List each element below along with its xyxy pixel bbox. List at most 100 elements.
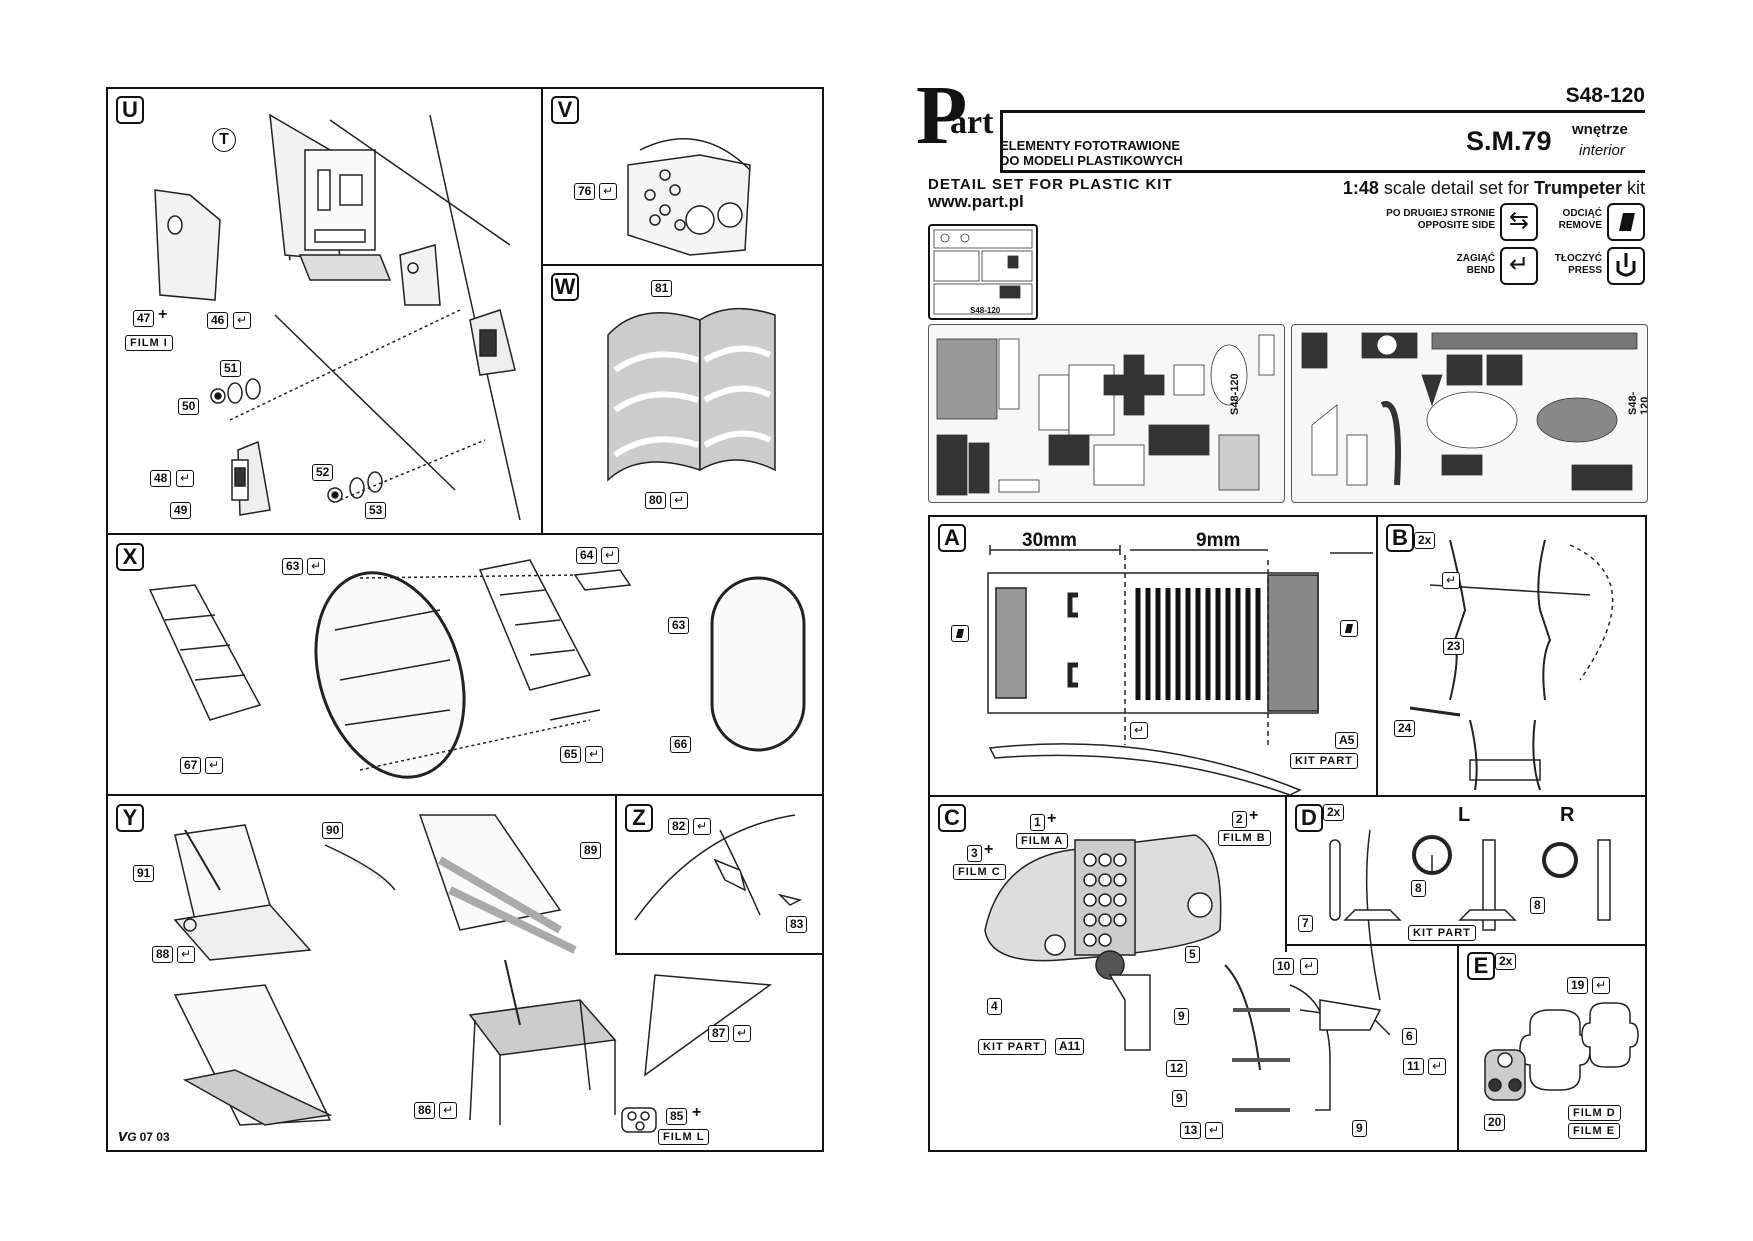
legend-bend-pl: ZAGIĄĆ <box>1456 253 1495 264</box>
legend-bend-en: BEND <box>1466 265 1495 276</box>
c-part-12: 12 <box>1166 1060 1188 1077</box>
divider-a-b <box>1376 515 1378 796</box>
c-part-6: 6 <box>1402 1028 1417 1045</box>
product-code: S48-120 <box>1565 84 1645 107</box>
right-instructions-frame <box>928 515 1647 1152</box>
a-remove-icon-left <box>951 625 969 642</box>
scale-brand: Trumpeter <box>1533 178 1622 198</box>
d-part-8-right: 8 <box>1530 897 1545 914</box>
part-64: 64 <box>576 547 598 564</box>
c-part-13: 13 <box>1180 1122 1202 1139</box>
part-81: 81 <box>651 280 673 297</box>
fret-thumbnail-art <box>933 229 1033 315</box>
header-polish-line2: DO MODELI PLASTIKOWYCH <box>1000 153 1183 168</box>
fret-sheet-b: S48-120 <box>1291 324 1648 503</box>
press-glyph <box>1616 253 1636 277</box>
part-85: 85 <box>666 1108 688 1125</box>
bend-icon-67: ↵ <box>205 757 223 774</box>
a-remove-icon-right <box>1340 620 1358 637</box>
c-bend-icon-10: ↵ <box>1300 958 1318 975</box>
c-kit-part-label: KIT PART <box>978 1039 1046 1055</box>
part-51: 51 <box>220 360 242 377</box>
e-bend-icon-19: ↵ <box>1592 977 1610 994</box>
part-80: 80 <box>645 492 667 509</box>
panel-letter-z: Z <box>625 804 653 832</box>
e-part-19: 19 <box>1567 977 1589 994</box>
panel-letter-w: W <box>551 273 579 301</box>
legend-remove-en: REMOVE <box>1558 220 1602 231</box>
legend-press-en: PRESS <box>1568 265 1602 276</box>
divider-y-z <box>615 794 617 954</box>
bend-icon-88: ↵ <box>177 946 195 963</box>
opposite-side-icon: ⇆ <box>1500 203 1538 241</box>
film-l-label: FILM L <box>658 1129 710 1145</box>
divider-u-x <box>106 533 824 535</box>
part-47: 47 <box>133 310 155 327</box>
scale-mid: scale detail set for <box>1383 178 1529 198</box>
c-part-a11: A11 <box>1055 1038 1085 1055</box>
divider-c-e <box>1457 944 1459 1152</box>
bend-icon-63: ↵ <box>307 558 325 575</box>
b-part-23: 23 <box>1443 638 1465 655</box>
c-film-b: FILM B <box>1218 830 1271 846</box>
part-88: 88 <box>152 946 174 963</box>
bend-icon-87: ↵ <box>733 1025 751 1042</box>
c-part-9-bottom: 9 <box>1352 1120 1367 1137</box>
c-film-c: FILM C <box>953 864 1006 880</box>
model-name: S.M.79 <box>1466 126 1552 156</box>
brand-logo-rest: art <box>950 104 994 141</box>
part-46: 46 <box>207 312 229 329</box>
press-icon <box>1607 247 1645 285</box>
divider-uv <box>541 87 543 534</box>
panel-letter-v: V <box>551 96 579 124</box>
e-multiplier: 2x <box>1495 953 1517 970</box>
e-film-e: FILM E <box>1568 1123 1621 1139</box>
c-part-1: 1 <box>1030 814 1045 831</box>
fret-sheet-a-art <box>936 334 1275 496</box>
brand-logo: P art <box>916 74 996 158</box>
part-91: 91 <box>133 865 155 882</box>
panel-letter-u: U <box>116 96 144 124</box>
part-65: 65 <box>560 746 582 763</box>
a-dimension-30mm: 30mm <box>1022 530 1077 551</box>
fret-sheet-b-art <box>1301 332 1638 491</box>
part-66: 66 <box>670 736 692 753</box>
legend-bend-text: ZAGIĄĆ BEND <box>1400 253 1495 277</box>
bend-legend-icon: ↵ <box>1500 247 1538 285</box>
header-rule-left <box>1000 110 1003 173</box>
header-polish-line1: ELEMENTY FOTOTRAWIONE <box>1000 138 1181 153</box>
d-kit-part-label: KIT PART <box>1408 925 1476 941</box>
footer-logo-icon: ᐯG <box>118 1130 137 1144</box>
d-part-7: 7 <box>1298 915 1313 932</box>
divider-c-d <box>1285 795 1287 952</box>
b-part-24: 24 <box>1394 720 1416 737</box>
part-76: 76 <box>574 183 596 200</box>
part-82: 82 <box>668 818 690 835</box>
fret-thumbnail: S48-120 <box>928 224 1038 320</box>
legend-opposite-text: PO DRUGIEJ STRONIE OPPOSITE SIDE <box>1350 208 1495 232</box>
divider-ab-cd <box>928 795 1647 797</box>
part-63-top: 63 <box>282 558 304 575</box>
c-part-4: 4 <box>987 998 1002 1015</box>
part-53: 53 <box>365 502 387 519</box>
c-part-5: 5 <box>1185 946 1200 963</box>
label-t-circle: T <box>212 128 236 152</box>
c-part-10: 10 <box>1273 958 1295 975</box>
detail-set-label: DETAIL SET FOR PLASTIC KIT <box>928 176 1173 193</box>
panel-letter-e: E <box>1467 952 1495 980</box>
d-part-8-left: 8 <box>1411 880 1426 897</box>
divider-vw <box>541 264 824 266</box>
legend-opposite-en: OPPOSITE SIDE <box>1417 220 1495 231</box>
c-part-9-mid: 9 <box>1172 1090 1187 1107</box>
legend-opposite-pl: PO DRUGIEJ STRONIE <box>1386 208 1495 219</box>
bend-icon-76: ↵ <box>599 183 617 200</box>
scale-suffix: kit <box>1627 178 1645 198</box>
wnetrze-label: wnętrze <box>1572 121 1628 138</box>
fret-thumbnail-code: S48-120 <box>970 306 1001 315</box>
footer-text: 07 03 <box>139 1130 170 1144</box>
a-bend-icon: ↵ <box>1130 722 1148 739</box>
divider-z-bottom <box>615 953 824 955</box>
c-plus-3: + <box>984 841 994 858</box>
bend-icon-80: ↵ <box>670 492 688 509</box>
panel-letter-b: B <box>1386 524 1414 552</box>
